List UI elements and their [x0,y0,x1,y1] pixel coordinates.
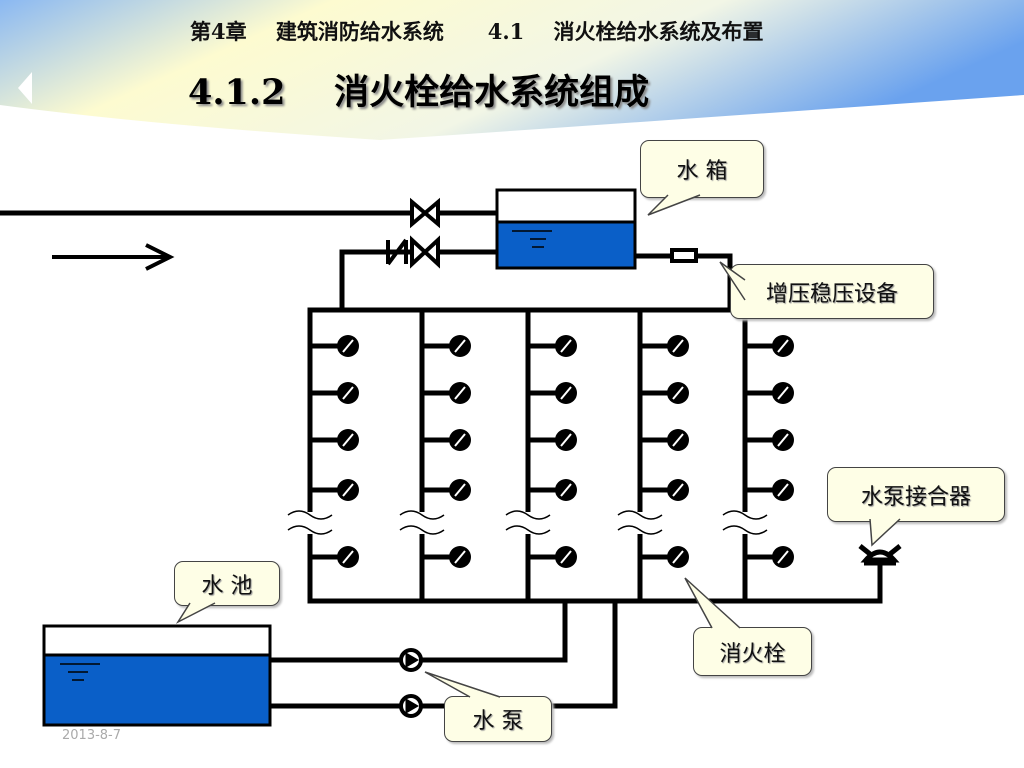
label-booster: 增压稳压设备 [730,264,934,319]
break-mark-icon [617,510,663,520]
pump-line-2 [270,601,618,709]
tank-outlet-pipe [339,249,497,310]
pipe-break [306,512,314,534]
break-mark-icon [287,525,333,535]
hydrant-mark [560,339,572,353]
break-mark-icon [505,525,551,535]
pump-connector-icon [858,544,902,566]
hydrant-mark [342,550,354,564]
hydrant-mark [342,339,354,353]
hydrant-mark [777,550,789,564]
hydrant-mark [777,483,789,497]
header-banner: 第4章 建筑消防给水系统 4.1 消火栓给水系统及布置 4.1.2 消火栓给水系… [0,0,1024,140]
hydrant-mark [342,483,354,497]
label-pump-connector: 水泵接合器 [827,467,1005,522]
hydrant-mark [560,483,572,497]
chapter-subtitle: 第4章 建筑消防给水系统 4.1 消火栓给水系统及布置 [190,19,764,44]
pipe-break [524,512,532,534]
hydrant-mark [777,433,789,447]
hydrant-mark [672,550,684,564]
hydrant-mark [777,339,789,353]
break-mark-icon [505,510,551,520]
pump-icon [399,694,423,718]
page-title: 4.1.2 消火栓给水系统组成 [188,72,650,113]
hydrant-mark [454,550,466,564]
connector-pipe [745,565,883,604]
pump-icon [399,648,423,672]
pipe-break [418,512,426,534]
label-pump: 水 泵 [444,696,552,742]
hydrant-mark [672,483,684,497]
label-pool: 水 池 [174,561,280,606]
hydrant-mark [454,386,466,400]
gate-valve-icon [410,197,440,229]
hydrant-mark [560,386,572,400]
break-mark-icon [399,525,445,535]
water-pool [42,624,272,727]
break-mark-icon [287,510,333,520]
hydrant-mark [454,433,466,447]
pump-line-1 [270,601,568,663]
booster-pipe [635,253,733,310]
hydrant-mark [672,386,684,400]
hydrant-mark [672,433,684,447]
hydrant-mark [454,339,466,353]
flow-arrow-icon [52,243,175,271]
label-hydrant: 消火栓 [693,627,812,676]
break-mark-icon [617,525,663,535]
gate-valve-2-icon [410,235,440,269]
check-valve-icon [386,238,408,266]
water-tank [495,188,637,270]
hydrant-mark [342,433,354,447]
pipe-break [636,512,644,534]
hydrant-mark [454,483,466,497]
booster-device-icon [670,248,698,263]
hydrant-mark [560,550,572,564]
hydrant-mark [342,386,354,400]
break-mark-icon [722,510,768,520]
footer-date: 2013-8-7 [62,728,122,743]
pipe-break [741,512,749,534]
back-triangle-icon[interactable] [18,72,32,104]
hydrant-mark [777,386,789,400]
hydrant-mark [560,433,572,447]
break-mark-icon [722,525,768,535]
label-tank: 水 箱 [640,140,764,198]
hydrant-mark [672,339,684,353]
break-mark-icon [399,510,445,520]
banner-background [0,0,1024,140]
